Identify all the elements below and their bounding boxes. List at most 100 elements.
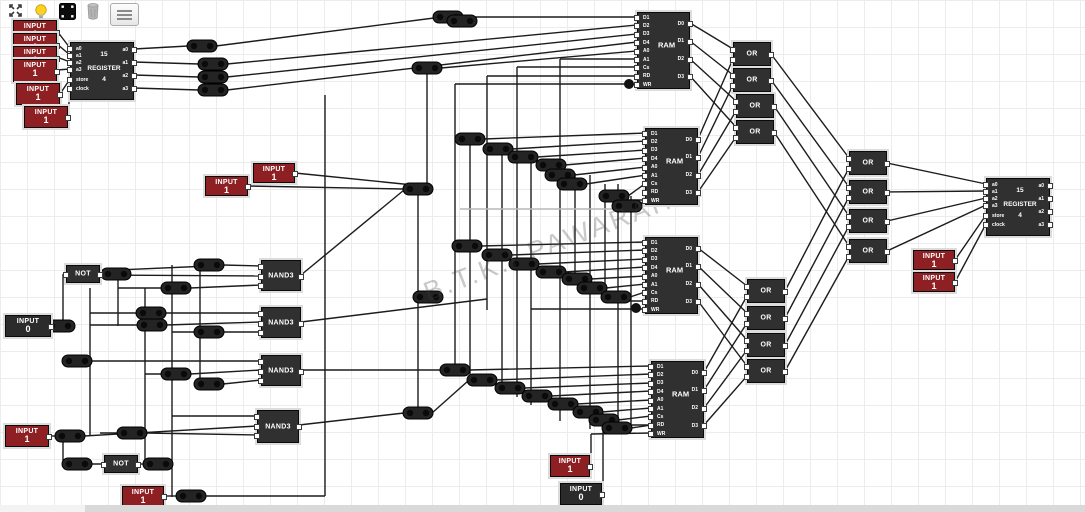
wire[interactable] (703, 295, 748, 373)
wire[interactable] (703, 322, 748, 391)
pin[interactable] (258, 368, 264, 375)
pin[interactable] (292, 171, 298, 177)
wire[interactable] (133, 74, 200, 78)
wire[interactable] (886, 204, 987, 252)
wire[interactable] (431, 380, 469, 414)
or-block[interactable]: OR (846, 239, 890, 263)
power-button[interactable] (34, 3, 48, 21)
pin[interactable] (846, 166, 852, 172)
pin[interactable] (642, 131, 648, 137)
pin[interactable] (744, 321, 750, 327)
pin[interactable] (687, 38, 693, 45)
wire[interactable] (576, 399, 652, 405)
pin[interactable] (642, 240, 648, 246)
pin[interactable] (1047, 222, 1053, 228)
pin[interactable] (695, 299, 701, 306)
wire[interactable] (226, 24, 638, 65)
pin[interactable] (846, 214, 852, 220)
pin[interactable] (648, 397, 654, 404)
wire[interactable] (133, 61, 200, 65)
pin[interactable] (642, 198, 648, 205)
pin[interactable] (884, 161, 890, 167)
pin[interactable] (744, 294, 750, 300)
pin[interactable] (771, 104, 777, 110)
pin[interactable] (245, 184, 251, 190)
pin[interactable] (634, 40, 640, 47)
delete-button[interactable] (87, 3, 99, 20)
pin[interactable] (846, 254, 852, 260)
pin[interactable] (67, 86, 73, 92)
wire[interactable] (697, 58, 734, 140)
pin[interactable] (258, 378, 264, 384)
pin[interactable] (642, 265, 648, 272)
pin[interactable] (634, 82, 640, 89)
pin[interactable] (254, 423, 260, 430)
wire[interactable] (886, 197, 987, 222)
pin[interactable] (634, 23, 640, 30)
or-block[interactable]: OR (846, 180, 890, 204)
wire[interactable] (165, 321, 262, 326)
pin[interactable] (258, 264, 264, 270)
pin[interactable] (884, 190, 890, 196)
wire[interactable] (145, 432, 258, 436)
wire[interactable] (784, 167, 850, 292)
wire[interactable] (697, 247, 748, 287)
pin[interactable] (695, 246, 701, 252)
pin[interactable] (258, 359, 264, 365)
pin[interactable] (642, 248, 648, 255)
pin[interactable] (65, 115, 71, 121)
or-block[interactable]: OR (846, 209, 890, 233)
pin[interactable] (733, 99, 739, 105)
pin[interactable] (687, 21, 693, 27)
pin[interactable] (101, 462, 107, 468)
wire[interactable] (886, 190, 987, 193)
or-block[interactable]: OR (744, 279, 788, 303)
pin[interactable] (701, 387, 707, 394)
wire[interactable] (784, 225, 850, 346)
pin[interactable] (846, 156, 852, 162)
pin[interactable] (846, 195, 852, 201)
pin[interactable] (67, 77, 73, 83)
wire[interactable] (689, 75, 737, 128)
pin[interactable] (642, 147, 648, 154)
or-block[interactable]: OR (744, 306, 788, 330)
wire[interactable] (697, 110, 737, 176)
fullscreen-toggle-button[interactable] (8, 3, 23, 18)
pin[interactable] (771, 130, 777, 136)
wire[interactable] (601, 407, 652, 413)
pin[interactable] (131, 73, 137, 79)
pin[interactable] (730, 73, 736, 79)
wire[interactable] (510, 249, 646, 256)
pin[interactable] (730, 83, 736, 89)
pin[interactable] (952, 258, 958, 264)
not-block[interactable]: NOT (101, 455, 141, 473)
pin[interactable] (733, 109, 739, 115)
wire[interactable] (605, 283, 646, 289)
pin[interactable] (254, 433, 260, 439)
wire[interactable] (689, 40, 734, 76)
pin[interactable] (744, 374, 750, 380)
pin[interactable] (54, 29, 60, 36)
horizontal-scrollbar[interactable] (0, 505, 1085, 512)
wire[interactable] (222, 264, 262, 267)
pin[interactable] (648, 406, 654, 412)
pin[interactable] (258, 273, 264, 280)
wire[interactable] (483, 132, 647, 140)
pin[interactable] (744, 311, 750, 317)
pin[interactable] (1047, 209, 1053, 215)
pin[interactable] (695, 172, 701, 179)
pin[interactable] (648, 389, 654, 396)
pin[interactable] (161, 494, 167, 500)
or-block[interactable]: OR (744, 359, 788, 383)
pin[interactable] (642, 164, 648, 171)
pin[interactable] (642, 156, 648, 163)
pin[interactable] (642, 181, 648, 188)
wire[interactable] (773, 105, 850, 217)
